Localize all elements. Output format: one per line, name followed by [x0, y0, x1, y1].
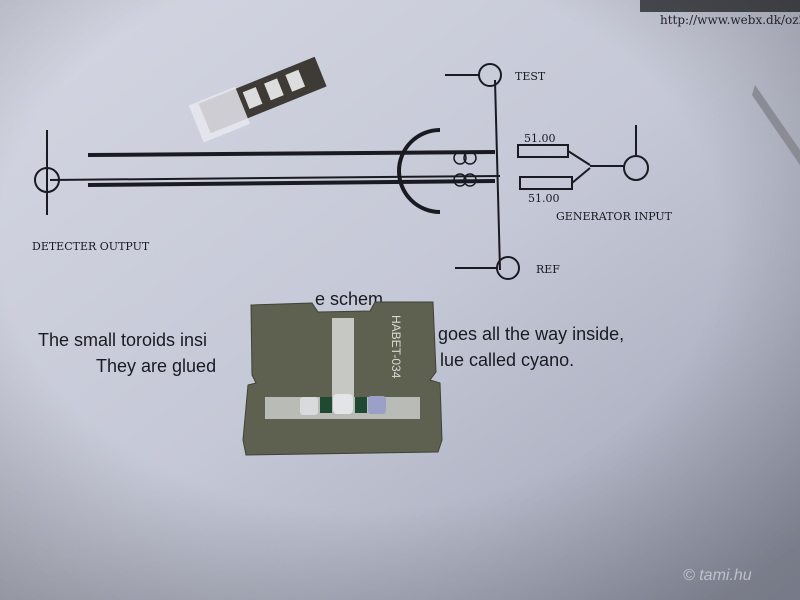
- paragraph-line1-left: The small toroids insi: [38, 330, 207, 350]
- test-label: TEST: [515, 70, 546, 83]
- smd-resistor: [320, 397, 332, 413]
- ref-label: REF: [536, 263, 560, 276]
- tweezers: [752, 85, 800, 165]
- smd-resistor: [355, 397, 367, 413]
- paragraph-line1-right: goes all the way inside,: [438, 324, 624, 344]
- url-text: http://www.webx.dk/oz2: [660, 13, 800, 27]
- pcb-board: HABET-034: [242, 301, 443, 456]
- solder-joint: [300, 397, 318, 415]
- resistor-bottom-value: 51.00: [528, 192, 560, 205]
- paragraph-line2-left: They are glued: [96, 356, 216, 376]
- smd-tape: [188, 56, 327, 143]
- detector-output-label: DETECTER OUTPUT: [32, 240, 150, 253]
- partial-heading: e schem: [315, 289, 383, 309]
- paragraph-line2-right: lue called cyano.: [440, 350, 574, 370]
- pcb-label: HABET-034: [389, 315, 403, 379]
- pcb-trace-vertical: [332, 318, 354, 406]
- generator-input-label: GENERATOR INPUT: [556, 210, 673, 223]
- resistor-top-value: 51.00: [524, 132, 556, 145]
- watermark: © tami.hu: [683, 567, 752, 584]
- solder-joint: [368, 396, 386, 414]
- schematic: [34, 63, 649, 280]
- solder-joint: [333, 394, 353, 414]
